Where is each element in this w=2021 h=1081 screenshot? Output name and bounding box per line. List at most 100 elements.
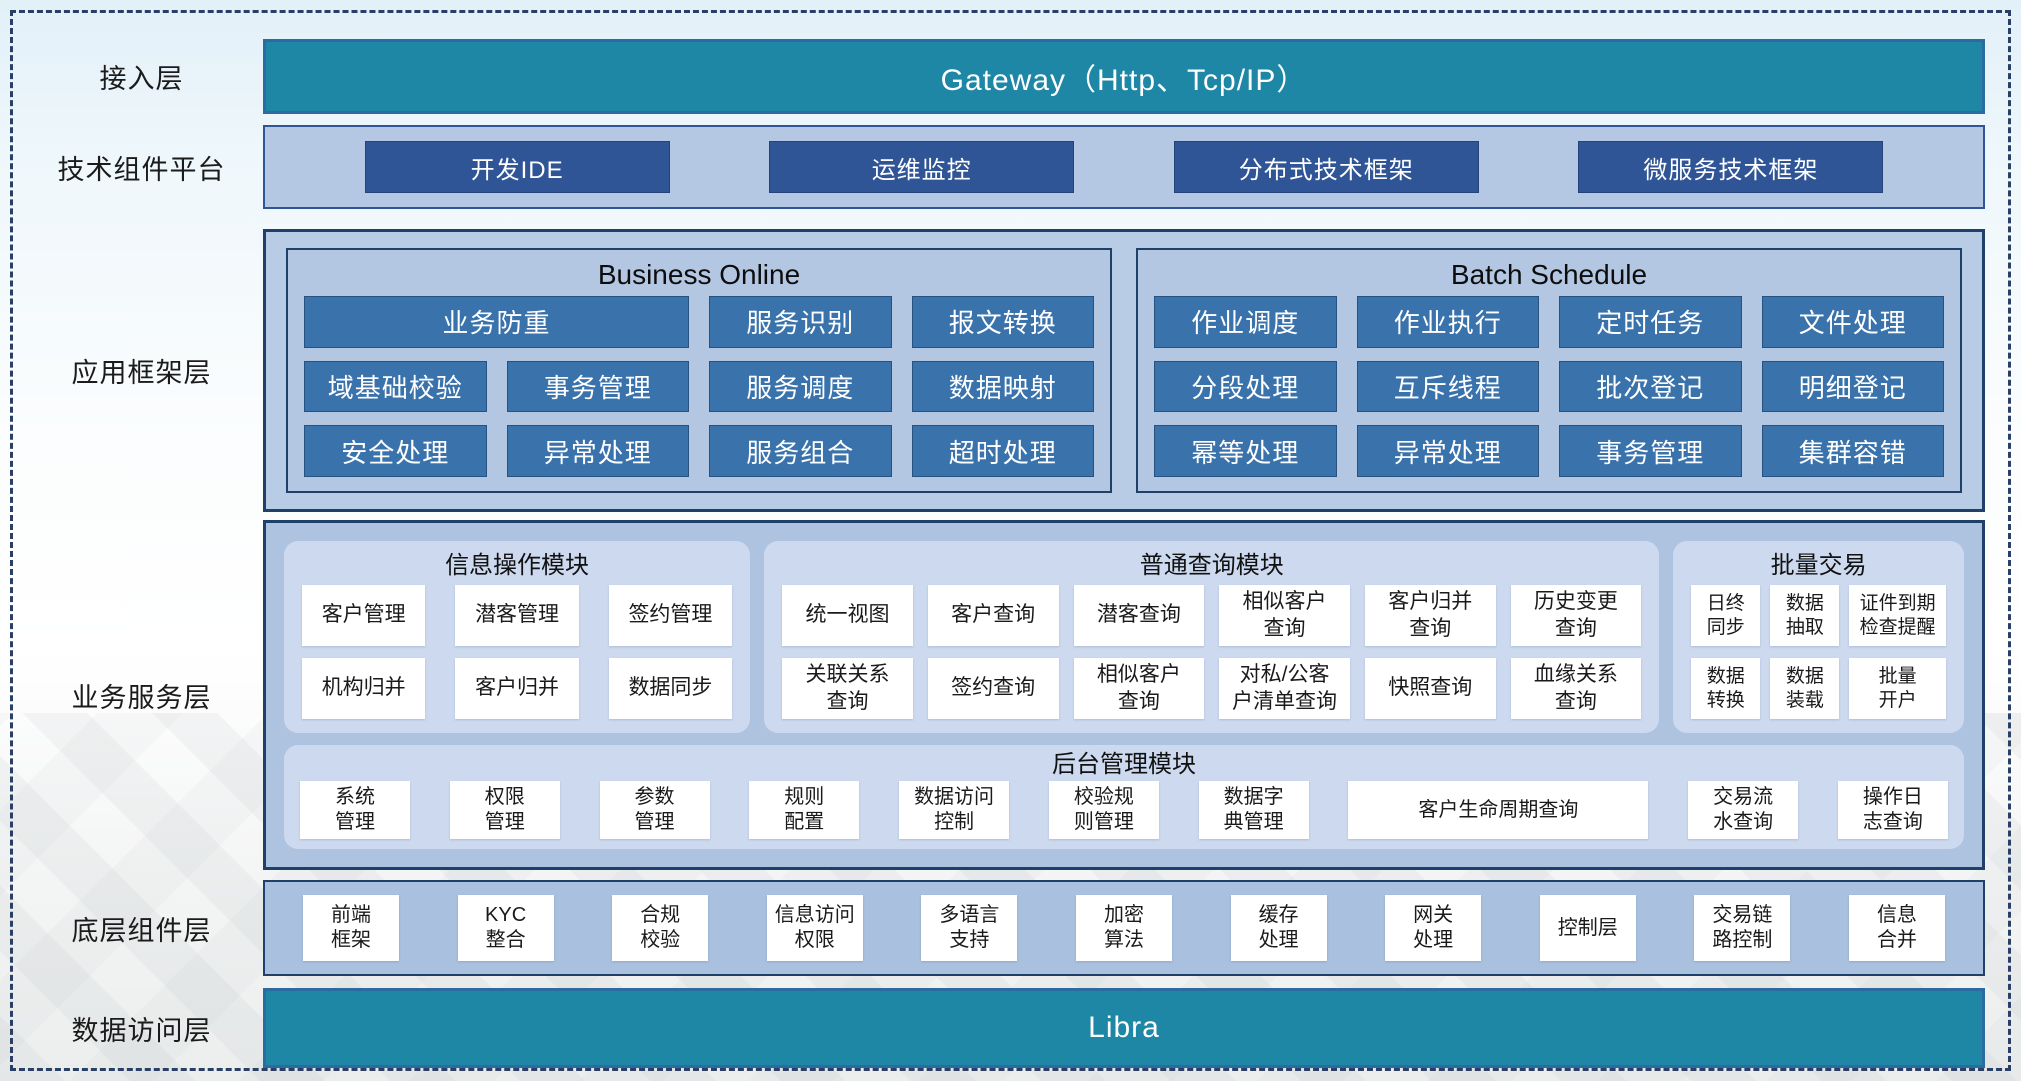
admin-item: 系统 管理 [300, 781, 410, 839]
framework-cell: 幂等处理 [1154, 425, 1337, 477]
base-component-item: 前端 框架 [303, 895, 399, 961]
admin-item: 规则 配置 [749, 781, 860, 839]
service-item: 机构归并 [302, 658, 426, 719]
business-service-panel: 信息操作模块 客户管理潜客管理签约管理机构归并客户归并数据同步 普通查询模块 统… [263, 520, 1985, 870]
framework-cell: 批次登记 [1559, 360, 1742, 413]
service-item: 签约查询 [927, 658, 1059, 719]
service-item: 快照查询 [1364, 658, 1496, 719]
service-modules: 信息操作模块 客户管理潜客管理签约管理机构归并客户归并数据同步 普通查询模块 统… [284, 541, 1964, 733]
business-service-row: 业务服务层 信息操作模块 客户管理潜客管理签约管理机构归并客户归并数据同步 普通… [20, 520, 1985, 870]
framework-cell: 作业执行 [1356, 296, 1539, 348]
service-item: 数据 装载 [1770, 658, 1840, 719]
batch-schedule-grid: 作业调度作业执行定时任务文件处理分段处理互斥线程批次登记明细登记幂等处理异常处理… [1154, 296, 1944, 477]
admin-item: 客户生命周期查询 [1348, 781, 1649, 839]
batch-transaction-grid: 日终 同步数据 抽取证件到期 检查提醒数据 转换数据 装载批量 开户 [1691, 585, 1946, 719]
business-online-title: Business Online [597, 259, 801, 290]
framework-cell: 互斥线程 [1356, 360, 1539, 413]
service-item: 潜客管理 [455, 585, 579, 646]
tech-platform-row: 技术组件平台 开发IDE 运维监控 分布式技术框架 微服务技术框架 [20, 125, 1985, 209]
architecture-diagram: 接入层 Gateway（Http、Tcp/IP） 技术组件平台 开发IDE 运维监… [20, 0, 1985, 1068]
base-component-item: 信息访问 权限 [766, 895, 863, 961]
service-item: 数据 转换 [1691, 658, 1761, 719]
framework-cell: 异常处理 [506, 425, 689, 477]
framework-cell: 安全处理 [304, 425, 487, 477]
service-item: 客户查询 [927, 585, 1059, 646]
layer-label-tech-platform: 技术组件平台 [57, 154, 226, 185]
admin-module-title: 后台管理模块 [1052, 751, 1196, 778]
tech-platform-panel: 开发IDE 运维监控 分布式技术框架 微服务技术框架 [263, 125, 1985, 209]
admin-item: 权限 管理 [449, 781, 560, 839]
base-component-item: 缓存 处理 [1230, 895, 1327, 961]
tech-component-item: 运维监控 [769, 141, 1075, 193]
admin-item: 数据字 典管理 [1198, 781, 1309, 839]
framework-cell: 文件处理 [1761, 296, 1944, 348]
service-item: 关联关系 查询 [782, 658, 913, 719]
service-item: 数据同步 [608, 658, 733, 719]
tech-component-item: 微服务技术框架 [1578, 141, 1884, 193]
service-item: 血缘关系 查询 [1510, 658, 1642, 719]
service-item: 客户归并 [455, 658, 579, 719]
general-query-grid: 统一视图客户查询潜客查询相似客户 查询客户归并 查询历史变更 查询关联关系 查询… [782, 585, 1642, 719]
service-item: 潜客查询 [1073, 585, 1205, 646]
base-component-item: 合规 校验 [612, 895, 709, 961]
layer-label-data-access: 数据访问层 [71, 1015, 212, 1046]
service-item: 相似客户 查询 [1219, 585, 1350, 646]
service-item: 客户管理 [302, 585, 426, 646]
framework-cell: 服务识别 [709, 296, 892, 348]
admin-item: 操作日 志查询 [1837, 781, 1948, 839]
batch-schedule-group: Batch Schedule 作业调度作业执行定时任务文件处理分段处理互斥线程批… [1136, 248, 1962, 493]
service-item: 历史变更 查询 [1510, 585, 1642, 646]
app-framework-panel: Business Online 业务防重服务识别报文转换域基础校验事务管理服务调… [263, 229, 1985, 512]
admin-item: 校验规 则管理 [1048, 781, 1159, 839]
access-layer-row: 接入层 Gateway（Http、Tcp/IP） [20, 39, 1985, 114]
info-operation-title: 信息操作模块 [445, 552, 590, 579]
base-component-item: 加密 算法 [1075, 895, 1172, 961]
service-item: 签约管理 [608, 585, 733, 646]
base-component-item: 多语言 支持 [921, 895, 1018, 961]
framework-cell: 服务调度 [709, 360, 892, 413]
business-online-grid: 业务防重服务识别报文转换域基础校验事务管理服务调度数据映射安全处理异常处理服务组… [304, 296, 1094, 477]
layer-label-base-components: 底层组件层 [71, 915, 212, 946]
framework-cell: 事务管理 [506, 360, 689, 413]
framework-cell: 异常处理 [1356, 425, 1539, 477]
base-component-item: 控制层 [1539, 895, 1636, 961]
tech-component-item: 分布式技术框架 [1173, 141, 1479, 193]
admin-module-row: 系统 管理权限 管理参数 管理规则 配置数据访问 控制校验规 则管理数据字 典管… [300, 781, 1948, 839]
framework-cell: 明细登记 [1761, 360, 1944, 413]
framework-cell: 业务防重 [304, 296, 689, 348]
service-item: 数据 抽取 [1770, 585, 1840, 646]
service-item: 相似客户 查询 [1073, 658, 1205, 719]
business-online-group: Business Online 业务防重服务识别报文转换域基础校验事务管理服务调… [286, 248, 1112, 493]
framework-cell: 服务组合 [709, 425, 892, 477]
service-item: 证件到期 检查提醒 [1849, 585, 1946, 646]
service-item: 对私/公客 户清单查询 [1219, 658, 1350, 719]
libra-bar: Libra [263, 988, 1985, 1068]
layer-label-business-service: 业务服务层 [71, 682, 212, 713]
base-component-item: KYC 整合 [457, 895, 554, 961]
admin-item: 参数 管理 [599, 781, 710, 839]
framework-cell: 报文转换 [911, 296, 1094, 348]
framework-cell: 域基础校验 [304, 360, 487, 413]
tech-component-item: 开发IDE [364, 141, 670, 193]
framework-cell: 事务管理 [1559, 425, 1742, 477]
layer-label-app-framework: 应用框架层 [71, 358, 212, 388]
service-item: 统一视图 [782, 585, 913, 646]
service-item: 日终 同步 [1691, 585, 1761, 646]
batch-schedule-title: Batch Schedule [1450, 259, 1648, 290]
admin-module: 后台管理模块 系统 管理权限 管理参数 管理规则 配置数据访问 控制校验规 则管… [284, 745, 1964, 849]
admin-item: 交易流 水查询 [1688, 781, 1799, 839]
framework-cell: 数据映射 [911, 360, 1094, 413]
data-access-row: 数据访问层 Libra [20, 988, 1985, 1068]
info-operation-module: 信息操作模块 客户管理潜客管理签约管理机构归并客户归并数据同步 [284, 541, 751, 733]
framework-cell: 分段处理 [1154, 360, 1337, 413]
admin-item: 数据访问 控制 [899, 781, 1010, 839]
batch-transaction-module: 批量交易 日终 同步数据 抽取证件到期 检查提醒数据 转换数据 装载批量 开户 [1673, 541, 1964, 733]
layer-label-access: 接入层 [99, 64, 184, 94]
base-component-item: 信息 合并 [1848, 895, 1945, 961]
framework-cell: 集群容错 [1761, 425, 1944, 477]
service-item: 批量 开户 [1849, 658, 1946, 719]
base-component-item: 交易链 路控制 [1694, 895, 1791, 961]
general-query-title: 普通查询模块 [1139, 552, 1284, 579]
service-item: 客户归并 查询 [1364, 585, 1496, 646]
batch-transaction-title: 批量交易 [1770, 552, 1867, 579]
